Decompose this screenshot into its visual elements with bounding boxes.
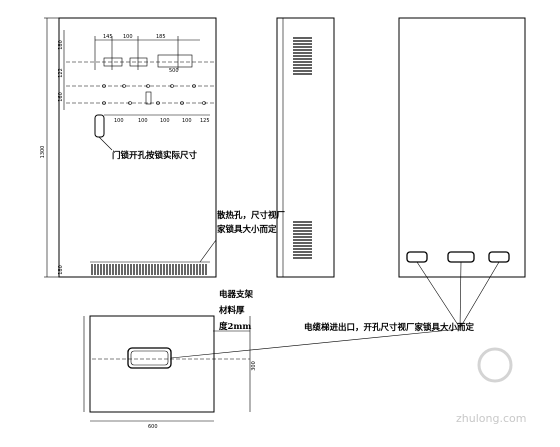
dim-125: 125 [200, 118, 210, 124]
vent-note-line2: 家锁具大小而定 [217, 224, 277, 235]
leader-line [199, 239, 217, 263]
side-panel-outline [276, 17, 335, 278]
center-slot [145, 91, 152, 105]
watermark-logo: zhulong.com [456, 347, 526, 425]
bracket-plate-view: 600 300 电器支架 材料厚 度2mm 电缆梯进出口，开孔尺寸视厂家锁具大小… [83, 289, 475, 430]
hole [122, 84, 126, 88]
side-view [276, 17, 335, 278]
cable-leader-line [170, 328, 461, 359]
hole [192, 84, 196, 88]
leader-line [416, 261, 461, 329]
hole [202, 101, 206, 105]
bracket-note-line2: 材料厚 [218, 305, 245, 316]
dim-100-b: 100 [138, 118, 148, 124]
hole [180, 101, 184, 105]
watermark-emblem [477, 347, 513, 383]
leader-line [459, 261, 500, 329]
front-vent-louvers [91, 264, 207, 275]
dim-100-c: 100 [160, 118, 170, 124]
cutout-small-2 [129, 57, 148, 67]
hole [102, 101, 106, 105]
cable-entry-2 [447, 251, 475, 263]
hole [146, 84, 150, 88]
dim-185-top: 185 [156, 34, 166, 40]
side-vent-bottom [293, 221, 312, 259]
dim-100-a: 100 [114, 118, 124, 124]
plate-height-text: 300 [251, 361, 257, 371]
hole [102, 84, 106, 88]
dim-180-bottom: 180 [58, 265, 64, 275]
cutout-large [157, 54, 193, 68]
leader-line [98, 136, 113, 151]
cutout-small-1 [103, 57, 123, 67]
dim-100-top: 100 [123, 34, 133, 40]
side-vent-top [293, 37, 312, 75]
cable-note: 电缆梯进出口，开孔尺寸视厂家锁具大小而定 [304, 322, 475, 333]
cable-entry-1 [406, 251, 428, 263]
plate-width-text: 600 [148, 424, 158, 430]
bracket-note-line3: 度2mm [219, 321, 251, 332]
mounting-holes-row [102, 84, 206, 105]
plate-slot-inner [130, 350, 169, 366]
door-lock-cutout [94, 114, 105, 138]
leader-line [459, 261, 462, 329]
hole [170, 84, 174, 88]
back-panel-outline [398, 17, 526, 278]
watermark-text: zhulong.com [456, 412, 526, 425]
bracket-note-line1: 电器支架 [219, 289, 254, 300]
cable-entry-3 [488, 251, 510, 263]
dim-100-d: 100 [182, 118, 192, 124]
dim-180-left: 180 [58, 40, 64, 50]
front-view: 1300 180 122 160 180 145 100 185 500 [40, 17, 286, 278]
dim-160-left: 160 [58, 92, 64, 102]
vent-note-line1: 散热孔，尺寸视厂 [217, 210, 286, 221]
height-dimension-text: 1300 [40, 146, 46, 159]
bracket-plate-outline [89, 315, 215, 413]
hole [128, 101, 132, 105]
back-view [398, 17, 526, 329]
door-lock-note: 门锁开孔按锁实际尺寸 [112, 150, 198, 161]
front-panel-outline [58, 17, 217, 278]
cutout-large-label: 500 [169, 68, 179, 74]
dim-145-top: 145 [103, 34, 113, 40]
hole [156, 101, 160, 105]
dim-122-left: 122 [58, 68, 64, 78]
